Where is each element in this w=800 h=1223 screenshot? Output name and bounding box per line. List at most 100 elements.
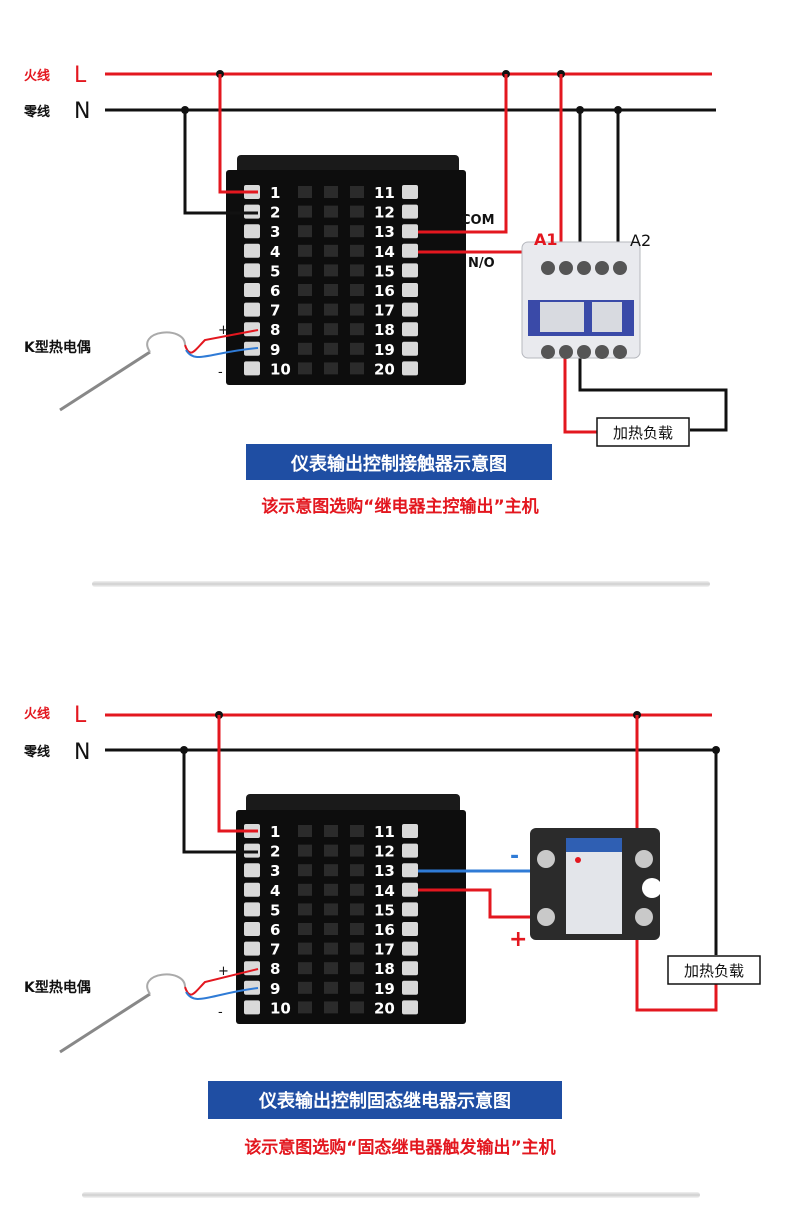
terminal-slot <box>324 244 338 257</box>
terminal-number-right: 19 <box>374 341 395 359</box>
terminal-screw <box>402 902 418 917</box>
terminal-slot <box>350 942 364 955</box>
terminal-slot <box>298 342 312 355</box>
terminal-screw <box>244 224 260 239</box>
terminal-number-left: 5 <box>270 262 280 280</box>
terminal-slot <box>324 864 338 877</box>
terminal-number-right: 12 <box>374 843 395 861</box>
terminal-slot <box>324 323 338 336</box>
terminal-row: 2 12 <box>244 204 418 222</box>
terminal-slot <box>324 225 338 238</box>
terminal-number-right: 14 <box>374 882 395 900</box>
terminal-screw <box>402 204 418 219</box>
terminal-slot <box>350 303 364 316</box>
terminal-slot <box>298 225 312 238</box>
thermocouple-label: K型热电偶 <box>24 979 91 996</box>
terminal-screw <box>402 243 418 258</box>
terminal-number-left: 4 <box>270 882 280 900</box>
live-letter: L <box>74 63 87 88</box>
terminal-number-left: 5 <box>270 901 280 919</box>
terminal-slot <box>350 264 364 277</box>
terminal-slot <box>350 284 364 296</box>
neutral-letter: N <box>74 99 90 124</box>
terminal-screw <box>244 941 260 956</box>
live-letter: L <box>74 703 87 728</box>
terminal-screw <box>402 843 418 858</box>
terminal-slot <box>350 883 364 896</box>
terminal-number-right: 17 <box>374 941 395 959</box>
terminal-number-right: 16 <box>374 282 395 300</box>
terminal-number-left: 2 <box>270 843 280 861</box>
terminal-slot <box>324 342 338 355</box>
terminal-slot <box>350 923 364 935</box>
tc-plus: + <box>218 323 229 338</box>
terminal-slot <box>298 362 312 375</box>
terminal-row: 4 14 <box>244 882 418 900</box>
terminal-number-right: 20 <box>374 999 395 1017</box>
terminal-number-right: 12 <box>374 204 395 222</box>
terminal-slot <box>298 923 312 935</box>
terminal-screw <box>244 243 260 258</box>
terminal-slot <box>324 923 338 935</box>
separator <box>82 1192 700 1198</box>
wiring <box>180 711 720 1012</box>
terminal-screw <box>244 922 260 936</box>
terminal-slot <box>324 1001 338 1014</box>
heating-load-label: 加热负载 <box>613 424 673 442</box>
terminal-slot <box>324 205 338 218</box>
terminal-slot <box>350 825 364 837</box>
terminal-screw <box>402 980 418 995</box>
terminal-number-left: 10 <box>270 360 291 378</box>
solid-state-relay <box>530 828 662 940</box>
terminal-slot <box>324 825 338 837</box>
terminal-number-left: 9 <box>270 980 280 998</box>
terminal-slot <box>350 362 364 375</box>
terminal-screw <box>244 361 260 376</box>
neutral-label: 零线 <box>23 744 50 760</box>
terminal-screw <box>244 263 260 278</box>
terminal-screw <box>244 302 260 317</box>
terminal-row: 9 19 <box>244 341 418 359</box>
terminal-slot <box>298 186 312 198</box>
terminal-slot <box>298 303 312 316</box>
terminal-screw <box>244 283 260 297</box>
terminal-slot <box>324 844 338 857</box>
terminal-screw <box>402 824 418 838</box>
terminal-number-right: 13 <box>374 223 395 241</box>
terminal-slot <box>298 981 312 994</box>
terminal-slot <box>350 844 364 857</box>
terminal-screw <box>402 185 418 199</box>
heating-load-box <box>667 955 761 985</box>
terminal-number-right: 15 <box>374 262 395 280</box>
terminal-number-left: 4 <box>270 243 280 261</box>
terminal-slot <box>350 864 364 877</box>
ssr-plus: + <box>509 927 527 952</box>
terminal-slot <box>324 186 338 198</box>
terminal-slot <box>324 942 338 955</box>
terminal-slot <box>350 186 364 198</box>
terminal-number-left: 8 <box>270 960 280 978</box>
terminal-screw <box>402 283 418 297</box>
terminal-row: 5 15 <box>244 262 418 280</box>
terminal-slot <box>350 225 364 238</box>
ssr-minus: - <box>510 844 519 869</box>
terminal-number-left: 2 <box>270 204 280 222</box>
terminal-slot <box>298 264 312 277</box>
terminal-number-left: 9 <box>270 341 280 359</box>
terminal-number-left: 6 <box>270 921 280 939</box>
caption-contactor: 仪表输出控制接触器示意图 <box>246 444 552 480</box>
terminal-slot <box>324 303 338 316</box>
terminal-screw <box>402 882 418 897</box>
